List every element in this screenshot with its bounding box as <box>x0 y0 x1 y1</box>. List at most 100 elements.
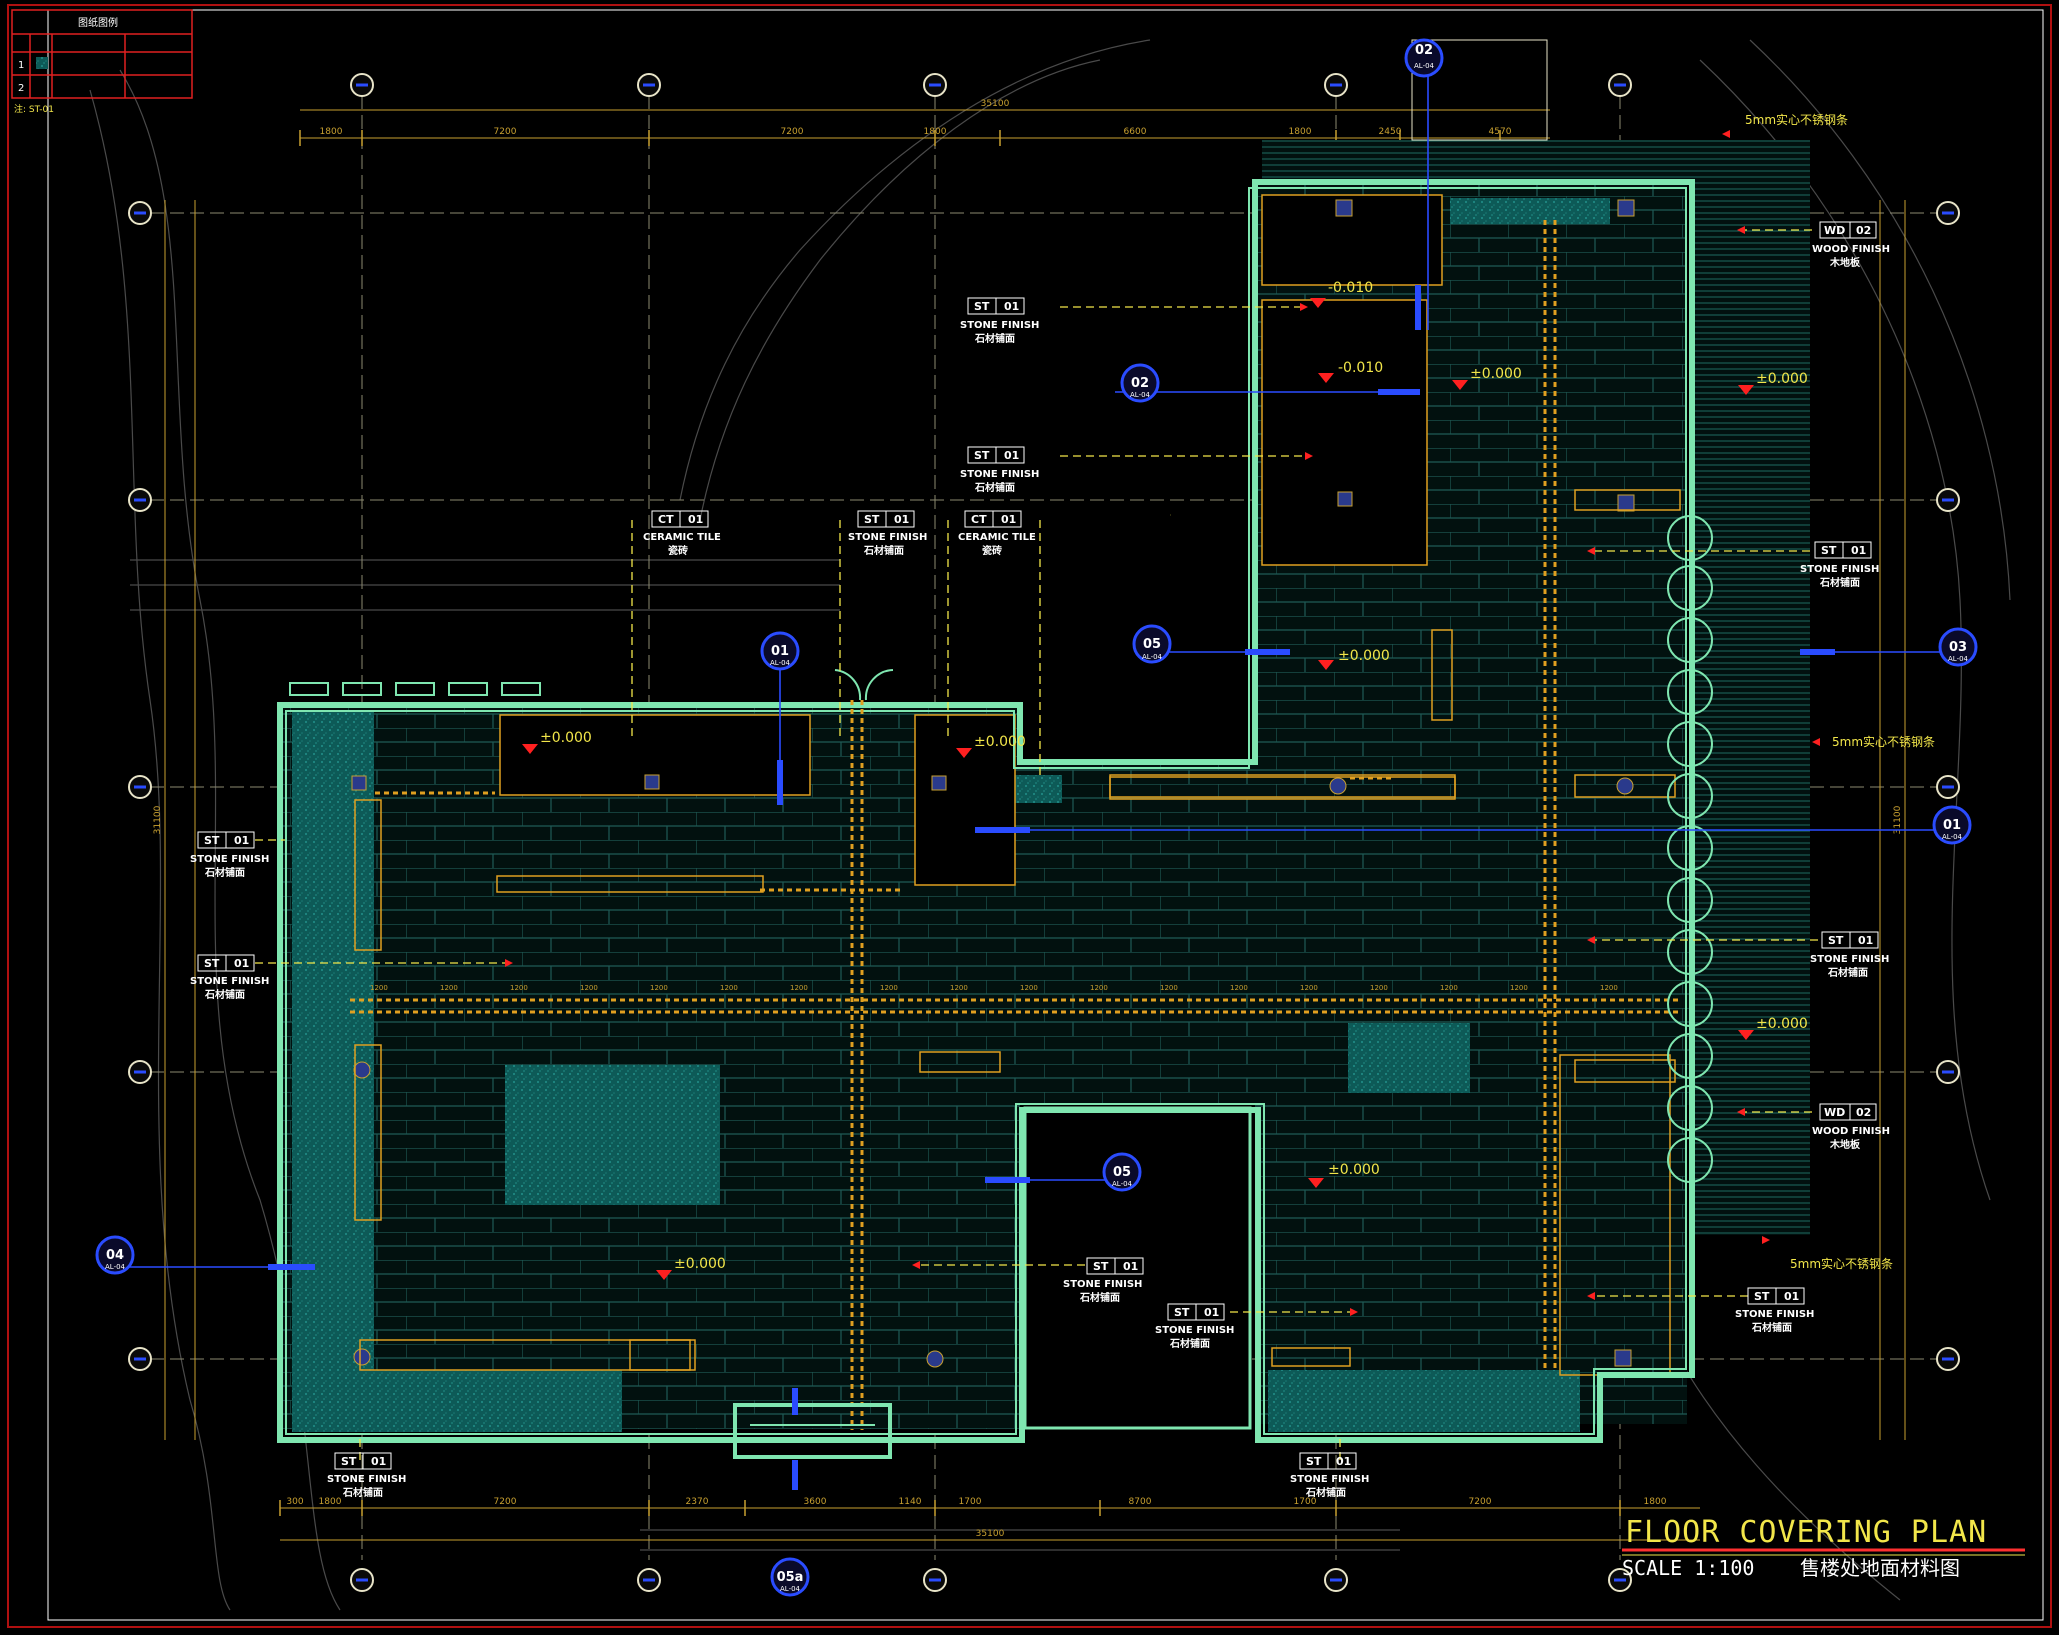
svg-text:ST: ST <box>974 300 990 313</box>
svg-text:1200: 1200 <box>1300 984 1318 992</box>
level-mark: ±0.000 <box>1328 1162 1380 1178</box>
section-marker-03-right <box>1938 627 1978 667</box>
svg-text:石材铺面: 石材铺面 <box>204 988 245 1001</box>
section-marker-05a-bottom <box>770 1557 810 1597</box>
svg-text:01: 01 <box>1204 1306 1219 1319</box>
svg-text:STONE FINISH: STONE FINISH <box>1735 1309 1814 1320</box>
svg-text:1200: 1200 <box>950 984 968 992</box>
level-mark: -0.010 <box>1328 280 1373 296</box>
svg-text:1200: 1200 <box>1370 984 1388 992</box>
svg-text:石材铺面: 石材铺面 <box>1305 1486 1346 1499</box>
svg-text:ST: ST <box>204 834 220 847</box>
svg-text:ST: ST <box>1093 1260 1109 1273</box>
svg-text:ST: ST <box>1306 1455 1322 1468</box>
site-contours <box>89 39 2011 1611</box>
svg-text:01: 01 <box>1336 1455 1351 1468</box>
svg-text:01: 01 <box>1123 1260 1138 1273</box>
dim-top-total: 35100 <box>981 99 1010 109</box>
svg-text:ST: ST <box>864 513 880 526</box>
section-num: 05 <box>1113 1165 1131 1180</box>
section-ref: AL-04 <box>780 1585 801 1593</box>
svg-text:STONE FINISH: STONE FINISH <box>327 1474 406 1485</box>
dim-right-total: 31100 <box>1893 805 1903 834</box>
section-marker-04-left <box>95 1235 135 1275</box>
svg-text:ST: ST <box>204 957 220 970</box>
svg-text:1200: 1200 <box>1020 984 1038 992</box>
legend-note: 注: ST-01 <box>14 103 54 115</box>
svg-text:01: 01 <box>1001 513 1016 526</box>
svg-text:WD: WD <box>1824 224 1845 237</box>
svg-text:ST: ST <box>341 1455 357 1468</box>
section-ref: AL-04 <box>1112 1180 1133 1188</box>
level-mark: ±0.000 <box>674 1256 726 1272</box>
svg-text:CT: CT <box>658 513 674 526</box>
section-ref: AL-04 <box>770 659 791 667</box>
dimension-ticks <box>279 130 1621 1516</box>
legend-row-num: 2 <box>18 83 24 94</box>
section-ref: AL-04 <box>105 1263 126 1271</box>
svg-text:1200: 1200 <box>1230 984 1248 992</box>
grid-axis-bubbles <box>128 73 1960 1592</box>
section-ref: AL-04 <box>1942 833 1963 841</box>
svg-text:STONE FINISH: STONE FINISH <box>1155 1325 1234 1336</box>
svg-text:STONE FINISH: STONE FINISH <box>1800 564 1879 575</box>
section-marker-01-left <box>760 631 800 671</box>
stainless-note: 5mm实心不锈钢条 <box>1790 1256 1893 1271</box>
dim-bottom: 300 <box>286 1497 303 1507</box>
section-marker-02-top <box>1404 38 1444 78</box>
title-cn: 售楼处地面材料图 <box>1800 1556 1960 1580</box>
dim-bottom: 3600 <box>804 1497 827 1507</box>
wood-deck <box>1690 140 1810 1235</box>
svg-text:STONE FINISH: STONE FINISH <box>1290 1474 1369 1485</box>
legend-row-num: 1 <box>18 60 24 71</box>
svg-text:1200: 1200 <box>1440 984 1458 992</box>
section-ref: AL-04 <box>1414 62 1435 70</box>
legend-table <box>11 9 193 99</box>
dim-bottom: 1800 <box>319 1497 342 1507</box>
svg-text:1200: 1200 <box>790 984 808 992</box>
svg-text:石材铺面: 石材铺面 <box>974 332 1015 345</box>
svg-text:STONE FINISH: STONE FINISH <box>190 854 269 865</box>
dim-top: 1800 <box>924 127 947 137</box>
svg-text:石材铺面: 石材铺面 <box>1819 576 1860 589</box>
svg-text:1200: 1200 <box>720 984 738 992</box>
dim-top: 7200 <box>781 127 804 137</box>
planter-circles <box>1667 515 1713 1183</box>
svg-text:石材铺面: 石材铺面 <box>1827 966 1868 979</box>
svg-text:01: 01 <box>1858 934 1873 947</box>
ceramic-room-2 <box>914 714 1016 886</box>
dim-top: 4570 <box>1489 127 1512 137</box>
svg-text:1200: 1200 <box>510 984 528 992</box>
section-num: 05a <box>777 1570 804 1585</box>
svg-text:1200: 1200 <box>1510 984 1528 992</box>
drawing-frame <box>7 4 2052 1628</box>
level-mark: ±0.000 <box>1756 1016 1808 1032</box>
section-marker-05-center <box>1102 1152 1142 1192</box>
level-mark: ±0.000 <box>974 734 1026 750</box>
svg-text:1200: 1200 <box>1160 984 1178 992</box>
svg-text:石材铺面: 石材铺面 <box>1751 1321 1792 1334</box>
svg-text:1200: 1200 <box>580 984 598 992</box>
level-mark: ±0.000 <box>1338 648 1390 664</box>
section-ref: AL-04 <box>1948 655 1969 663</box>
svg-text:1200: 1200 <box>1090 984 1108 992</box>
svg-text:石材铺面: 石材铺面 <box>204 866 245 879</box>
svg-text:木地板: 木地板 <box>1829 1138 1861 1151</box>
dim-bottom: 7200 <box>1469 1497 1492 1507</box>
level-mark: ±0.000 <box>540 730 592 746</box>
svg-text:01: 01 <box>688 513 703 526</box>
title-block: FLOOR COVERING PLAN SCALE 1:100 售楼处地面材料图 <box>1622 1515 2025 1580</box>
svg-text:02: 02 <box>1856 1106 1871 1119</box>
svg-text:WOOD FINISH: WOOD FINISH <box>1812 1126 1890 1137</box>
svg-text:1200: 1200 <box>1600 984 1618 992</box>
title-main: FLOOR COVERING PLAN <box>1625 1515 1987 1550</box>
